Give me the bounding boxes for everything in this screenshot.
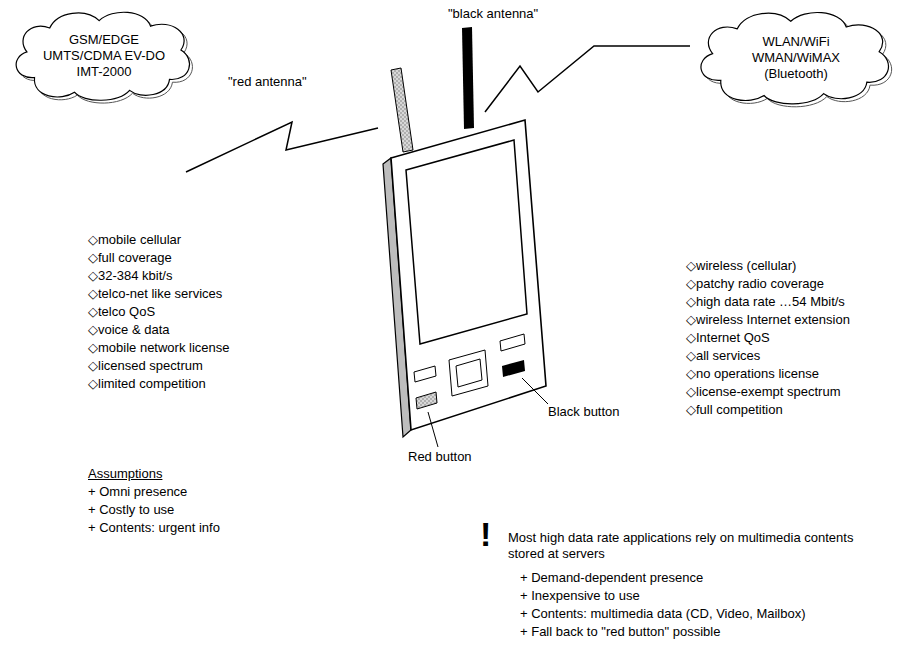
feature-bullet: ◇full competition [686,402,783,418]
cloud-text-holder: GSM/EDGE UMTS/CDMA EV-DO IMT-2000 [37,32,171,80]
network-name: WLAN/WiFi WMAN/WiMAX (Bluetooth) [729,34,863,82]
assumption-item: + Contents: urgent info [88,520,220,536]
red-antenna [391,68,413,152]
feature-bullet: ◇high data rate …54 Mbit/s [686,294,845,310]
feature-bullet: ◇license-exempt spectrum [686,384,841,400]
black-antenna [462,27,474,129]
note-text: Most high data rate applications rely on… [508,530,878,562]
network-cloud: GSM/EDGE UMTS/CDMA EV-DO IMT-2000 [6,6,202,110]
assumption-item: + Demand-dependent presence [520,570,703,586]
exclamation-mark: ! [480,516,491,552]
feature-bullet: ◇licensed spectrum [88,358,203,374]
feature-bullet: ◇limited competition [88,376,206,392]
feature-bullet: ◇Internet QoS [686,330,770,346]
feature-bullet: ◇all services [686,348,760,364]
device-body [391,120,546,430]
feature-bullet: ◇full coverage [88,250,172,266]
button-label: Black button [548,404,620,420]
red-button [416,392,437,409]
feature-bullet: ◇patchy radio coverage [686,276,824,292]
device-button [500,334,525,351]
device-button [449,350,488,396]
cloud-text-holder: WLAN/WiFi WMAN/WiMAX (Bluetooth) [729,34,863,82]
feature-bullet: ◇telco-net like services [88,286,222,302]
device-screen [406,140,527,344]
leader-line [428,412,438,447]
feature-bullet: ◇voice & data [88,322,170,338]
device-button [414,366,436,382]
feature-bullet: ◇wireless (cellular) [686,258,796,274]
assumption-item: + Fall back to "red button" possible [520,624,720,640]
assumption-item: + Inexpensive to use [520,588,640,604]
button-label: Red button [408,449,472,465]
assumption-item: + Costly to use [88,502,174,518]
black-button [502,360,525,377]
assumption-item: + Omni presence [88,484,187,500]
feature-bullet: ◇32-384 kbit/s [88,268,172,284]
assumption-item: + Contents: multimedia data (CD, Video, … [520,606,806,622]
network-cloud: WLAN/WiFi WMAN/WiMAX (Bluetooth) [690,6,902,114]
feature-bullet: ◇mobile cellular [88,232,181,248]
radio-link [485,46,690,112]
feature-bullet: ◇mobile network license [88,340,230,356]
antenna-label: "black antenna" [448,6,538,22]
network-name: GSM/EDGE UMTS/CDMA EV-DO IMT-2000 [37,32,171,80]
antenna-label: "red antenna" [228,74,307,90]
radio-link [186,122,378,172]
leader-line [522,378,548,404]
section-heading: Assumptions [88,466,162,482]
feature-bullet: ◇telco QoS [88,304,155,320]
feature-bullet: ◇no operations license [686,366,819,382]
feature-bullet: ◇wireless Internet extension [686,312,850,328]
device-button [456,359,482,387]
